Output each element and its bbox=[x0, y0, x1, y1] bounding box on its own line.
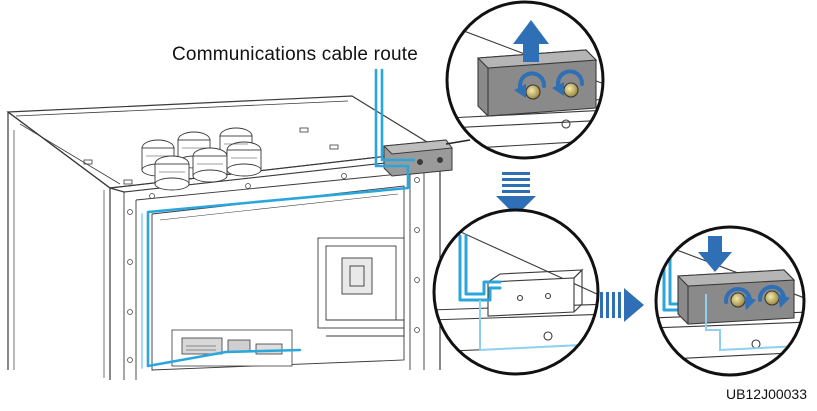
figure-code: UB12J00033 bbox=[726, 386, 807, 402]
cable-route bbox=[141, 68, 416, 369]
communication-bracket bbox=[382, 139, 453, 177]
rotate-cw-icon bbox=[723, 285, 786, 304]
zoom-circle-remove bbox=[445, 0, 605, 160]
right-arrow-icon bbox=[600, 288, 644, 322]
cable-route-label: Communications cable route bbox=[172, 44, 418, 65]
zoom-circle-route bbox=[432, 208, 600, 376]
terminal-board bbox=[171, 329, 293, 367]
cable-glands bbox=[141, 127, 262, 191]
down-arrow-icon bbox=[496, 172, 536, 216]
zoom-circle-fasten bbox=[654, 225, 806, 377]
up-arrow-icon bbox=[513, 20, 549, 62]
press-arrow-icon bbox=[698, 236, 732, 272]
cabinet-left-side bbox=[7, 111, 111, 380]
zoom-pointer bbox=[445, 139, 471, 145]
breaker-module bbox=[317, 237, 405, 337]
rotate-ccw-icon bbox=[518, 69, 584, 94]
